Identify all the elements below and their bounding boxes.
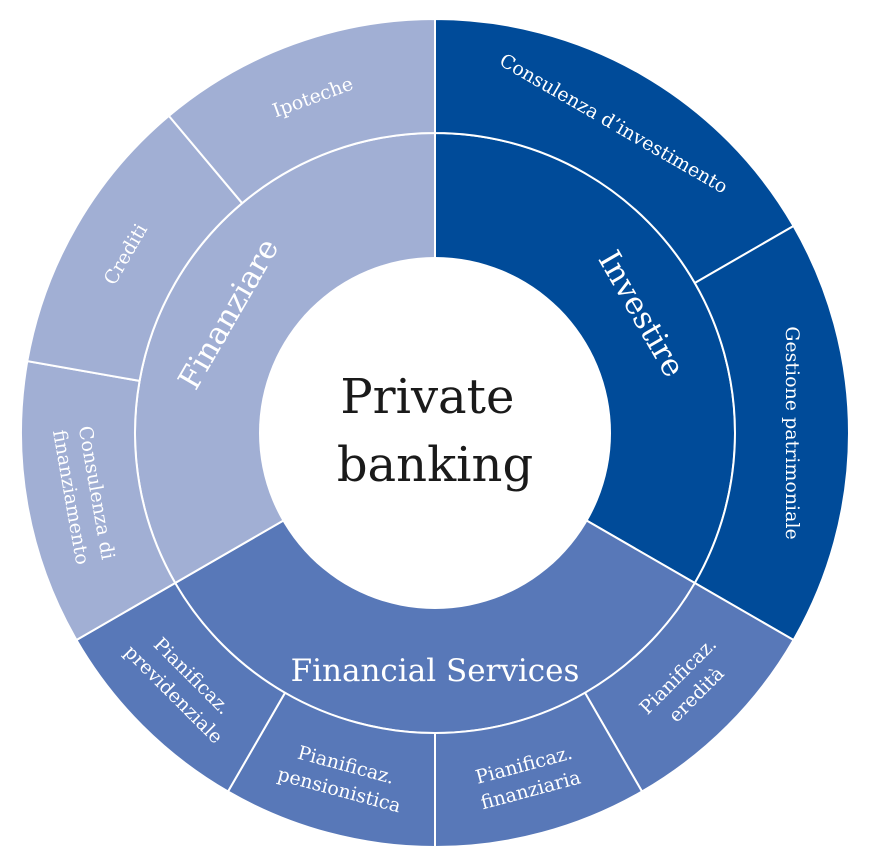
- inner-label-financial-services: Financial Services: [291, 653, 580, 689]
- center-label-line2: banking: [337, 437, 533, 493]
- outer-label-gestione-patrimoniale: Gestione patrimoniale: [781, 326, 803, 540]
- inner-label-financial-services-line-1: Financial Services: [291, 653, 580, 689]
- outer-segment-ipoteche: [167, 17, 436, 205]
- center-label: Private banking: [337, 369, 533, 493]
- center-label-line1: Private: [340, 369, 514, 425]
- center-circle: [259, 257, 611, 609]
- outer-ring: [20, 17, 851, 849]
- inner-ring: [133, 131, 737, 735]
- outer-label-gestione-patrimoniale-line-1: Gestione patrimoniale: [781, 326, 803, 540]
